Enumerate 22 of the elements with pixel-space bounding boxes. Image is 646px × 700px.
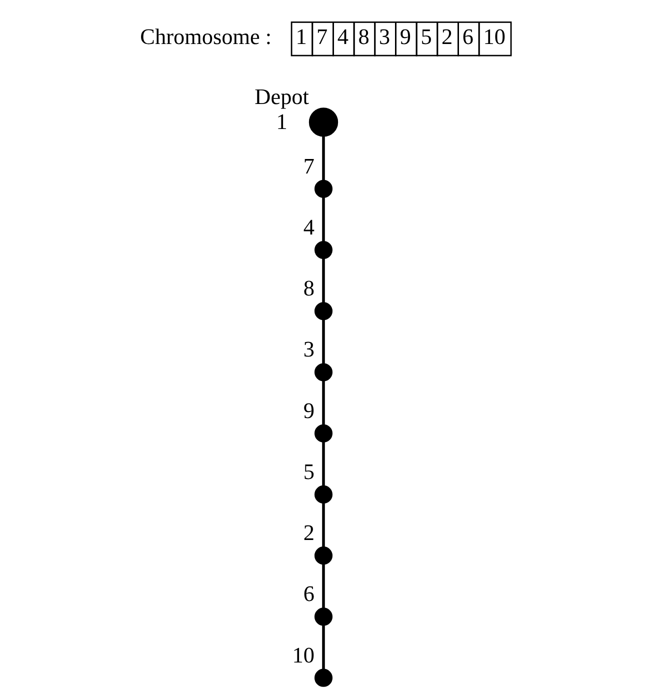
label: 1	[295, 24, 306, 50]
label: 6	[462, 24, 474, 50]
label: 2	[441, 24, 452, 50]
label: 7	[316, 24, 328, 50]
node-label: 1	[276, 108, 287, 134]
node-label: 8	[302, 276, 314, 301]
node-label: 6	[302, 581, 314, 606]
label: 4	[336, 24, 348, 50]
node-label: 5	[302, 458, 314, 484]
node-label: 3	[302, 336, 314, 362]
node-label: 10	[292, 642, 314, 668]
node-label: 7	[302, 153, 314, 178]
label: 10	[482, 24, 505, 50]
label: 3	[378, 24, 390, 50]
label: Chromosome :	[140, 24, 272, 50]
node-label: 9	[302, 398, 314, 423]
node-label: 2	[302, 520, 314, 546]
label: 5	[420, 24, 432, 50]
label: 9	[399, 24, 411, 50]
label: 8	[358, 24, 369, 50]
node-label: 4	[302, 214, 314, 240]
node-label: Depot	[254, 84, 308, 109]
